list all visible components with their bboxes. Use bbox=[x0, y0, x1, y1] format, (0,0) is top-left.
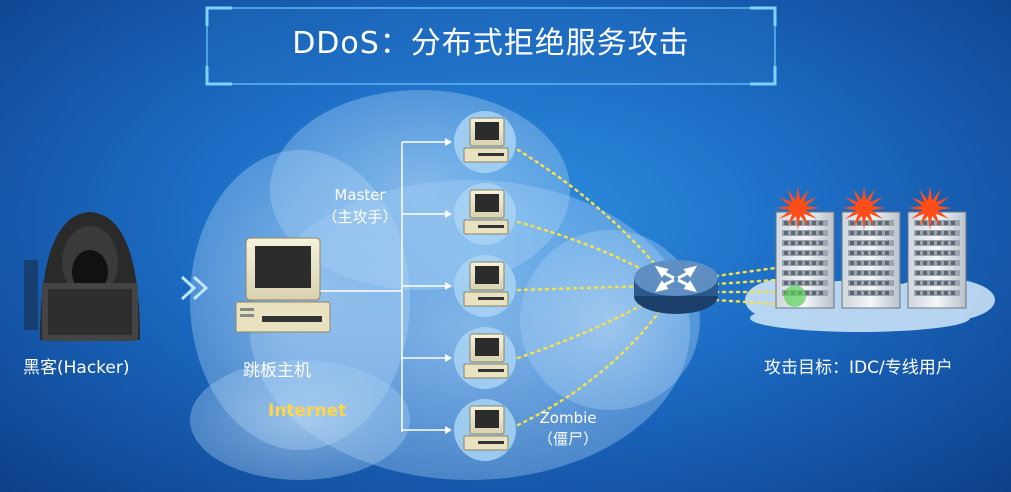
zombie-label: Zombie bbox=[539, 409, 597, 427]
zombie-sublabel: （僵尸） bbox=[537, 430, 598, 448]
page-title: DDoS：分布式拒绝服务攻击 bbox=[292, 26, 690, 61]
hacker-label: 黑客(Hacker) bbox=[23, 358, 130, 378]
router-icon bbox=[634, 260, 718, 314]
jump-host-computer-icon bbox=[235, 237, 331, 333]
zombie-computer-icon bbox=[454, 399, 516, 461]
zombie-computer-icon bbox=[454, 183, 516, 245]
double-chevron-icon bbox=[180, 275, 209, 301]
router-to-target-lines bbox=[714, 266, 777, 306]
server-icon bbox=[841, 211, 901, 309]
zombie-computer-icon bbox=[454, 111, 516, 173]
title-frame bbox=[205, 6, 777, 86]
burst-icon bbox=[908, 186, 952, 230]
internet-label: Internet bbox=[268, 401, 347, 421]
master-connectors bbox=[320, 141, 448, 432]
zombie-computer-icon bbox=[454, 255, 516, 317]
server-rack-group bbox=[775, 211, 967, 309]
burst-icon bbox=[776, 186, 820, 230]
master-sublabel: （主攻手） bbox=[322, 208, 398, 226]
jump-host-label: 跳板主机 bbox=[243, 361, 311, 381]
hacker-icon bbox=[24, 212, 140, 341]
burst-icon bbox=[842, 186, 886, 230]
zombie-computer-icon bbox=[454, 327, 516, 389]
status-glow bbox=[784, 285, 806, 307]
connector-arrows bbox=[445, 138, 452, 434]
target-label: 攻击目标：IDC/专线用户 bbox=[764, 358, 953, 378]
master-label: Master bbox=[334, 186, 386, 204]
server-icon bbox=[907, 211, 967, 309]
